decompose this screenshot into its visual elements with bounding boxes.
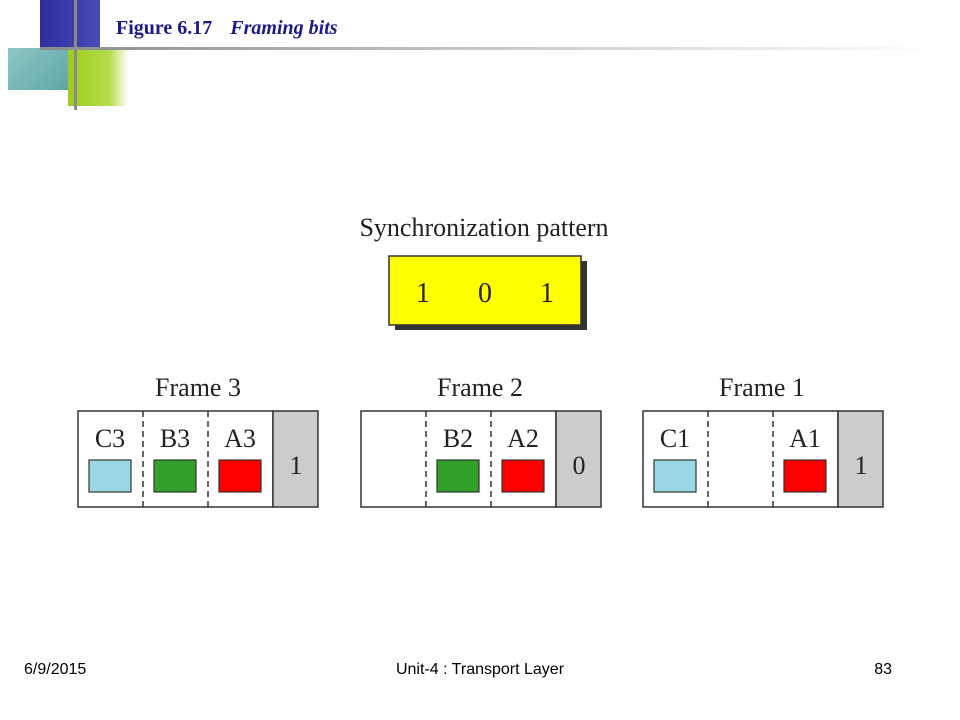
decor-vertical-line xyxy=(74,0,77,110)
frame-title: Frame 3 xyxy=(155,373,241,402)
slot-label: A2 xyxy=(507,424,539,453)
frame-title: Frame 1 xyxy=(719,373,805,402)
framing-bit-cell xyxy=(555,410,602,508)
sync-bit: 1 xyxy=(540,278,554,309)
data-box-a xyxy=(218,459,262,493)
framing-bit-cell xyxy=(837,410,884,508)
decor-blue-square xyxy=(40,0,100,52)
framing-bit: 1 xyxy=(290,451,303,480)
frame-3: Frame 3 C3 B3 A3 1 xyxy=(77,373,319,508)
sync-box xyxy=(388,255,582,326)
decor-green-square xyxy=(68,48,128,106)
decor-teal-square xyxy=(8,48,68,90)
data-box-b xyxy=(153,459,197,493)
frame-1: Frame 1 C1 A1 1 xyxy=(642,373,884,508)
sync-title: Synchronization pattern xyxy=(359,213,608,242)
framing-bit: 0 xyxy=(573,451,586,480)
data-box-a xyxy=(783,459,827,493)
framing-bit-cell xyxy=(272,410,319,508)
footer-date: 6/9/2015 xyxy=(24,661,87,678)
footer-title: Unit-4 : Transport Layer xyxy=(395,661,565,678)
slide-title: Figure 6.17 Framing bits xyxy=(116,17,338,40)
slot-label: B2 xyxy=(443,424,473,453)
data-box-c xyxy=(653,459,697,493)
slot-label: A1 xyxy=(789,424,821,453)
slide-number: 83 xyxy=(874,661,892,678)
figure-name: Framing bits xyxy=(230,17,338,39)
frame-2: Frame 2 B2 A2 0 xyxy=(360,373,602,508)
framing-bit: 1 xyxy=(855,451,868,480)
data-box-c xyxy=(88,459,132,493)
slot-label: C3 xyxy=(95,424,125,453)
sync-bit: 1 xyxy=(416,278,430,309)
decor-horizontal-line xyxy=(40,47,940,50)
data-box-a xyxy=(501,459,545,493)
sync-bit: 0 xyxy=(478,278,492,309)
slot-label: B3 xyxy=(160,424,190,453)
slot-label: A3 xyxy=(224,424,256,453)
data-box-b xyxy=(436,459,480,493)
slot-label: C1 xyxy=(660,424,690,453)
frame-title: Frame 2 xyxy=(437,373,523,402)
figure-number: Figure 6.17 xyxy=(116,17,213,39)
